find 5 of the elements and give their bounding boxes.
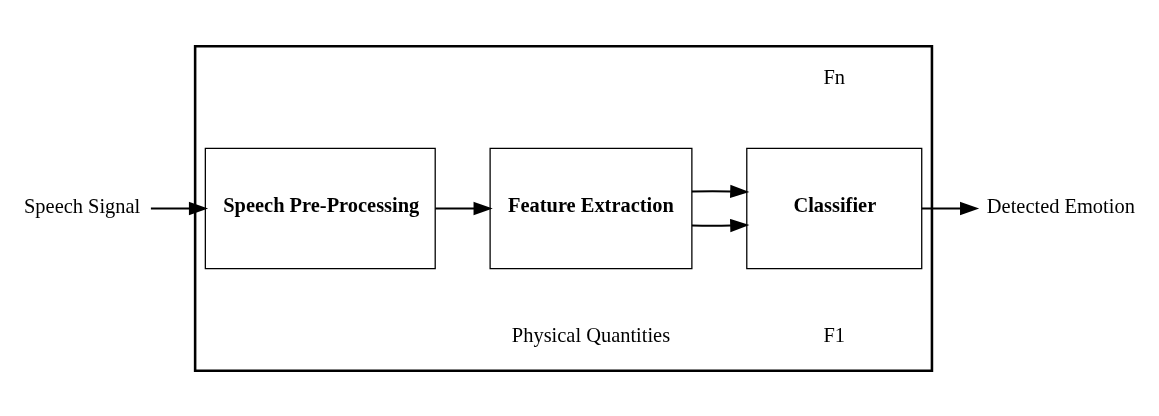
- node-text: Speech Signal: [24, 194, 141, 217]
- label: Fn: [823, 65, 846, 88]
- label: Physical Quantities: [511, 323, 671, 346]
- node-text: Detected Emotion: [986, 194, 1135, 217]
- label: F1: [823, 323, 846, 346]
